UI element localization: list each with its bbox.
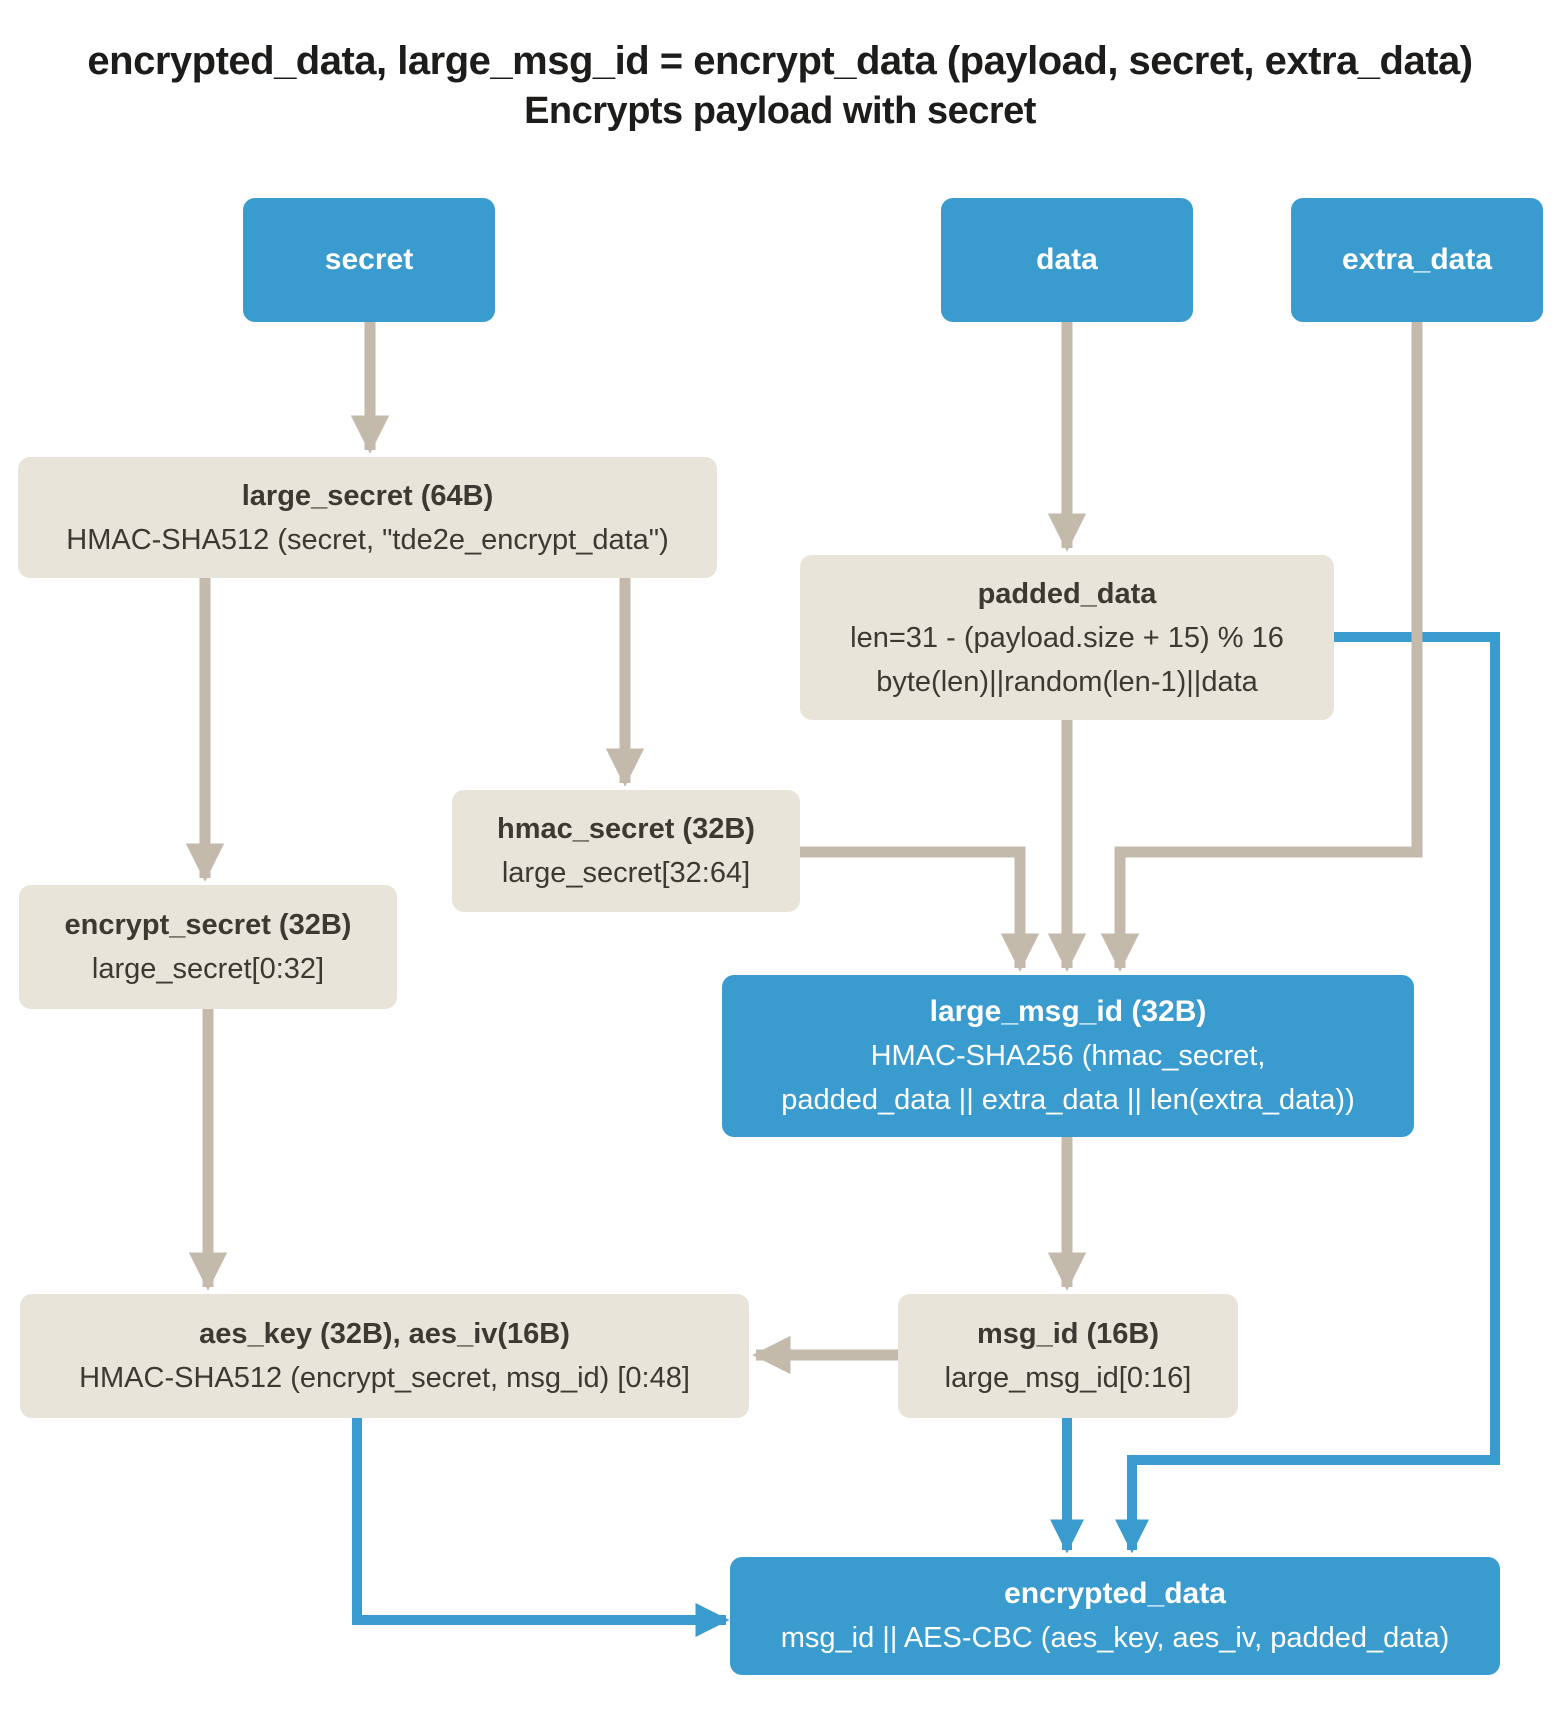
- connector-padded-data-to-encrypted-data: [1114, 632, 1500, 1554]
- connector-hmac-secret-to-large-msg-id: [800, 846, 1040, 972]
- node-hmac-secret: hmac_secret (32B) large_secret[32:64]: [452, 790, 800, 912]
- node-encrypt-secret: encrypt_secret (32B) large_secret[0:32]: [19, 885, 397, 1009]
- node-secret-label: secret: [324, 243, 414, 276]
- node-encrypted-data-formula: msg_id || AES-CBC (aes_key, aes_iv, padd…: [780, 1622, 1450, 1654]
- node-padded-data-formula-line1: len=31 - (payload.size + 15) % 16: [850, 621, 1284, 654]
- node-large-secret-title: large_secret (64B): [241, 479, 494, 512]
- node-secret: secret: [243, 198, 495, 322]
- node-aes-key: aes_key (32B), aes_iv(16B) HMAC-SHA512 (…: [20, 1294, 749, 1418]
- node-msg-id-formula: large_msg_id[0:16]: [944, 1362, 1192, 1394]
- diagram-title: encrypted_data, large_msg_id = encrypt_d…: [0, 36, 1560, 136]
- node-msg-id: msg_id (16B) large_msg_id[0:16]: [898, 1294, 1238, 1418]
- node-data: data: [941, 198, 1193, 322]
- node-large-secret-formula: HMAC-SHA512 (secret, "tde2e_encrypt_data…: [66, 523, 669, 556]
- connector-aes-key-to-encrypted-data: [352, 1418, 730, 1638]
- node-encrypt-secret-formula: large_secret[0:32]: [91, 953, 325, 985]
- node-encrypted-data-title: encrypted_data: [1004, 1577, 1226, 1610]
- node-msg-id-title: msg_id (16B): [976, 1318, 1160, 1350]
- connector-extra-data-to-large-msg-id: [1100, 322, 1423, 972]
- node-aes-key-formula: HMAC-SHA512 (encrypt_secret, msg_id) [0:…: [79, 1362, 690, 1394]
- node-extra-data-label: extra_data: [1341, 243, 1493, 276]
- diagram-subtitle: Encrypts payload with secret: [524, 90, 1036, 132]
- node-padded-data-formula-line2: byte(len)||random(len-1)||data: [876, 665, 1258, 698]
- node-hmac-secret-title: hmac_secret (32B): [497, 813, 755, 845]
- node-large-secret: large_secret (64B) HMAC-SHA512 (secret, …: [18, 457, 717, 578]
- node-large-msg-id-title: large_msg_id (32B): [929, 995, 1207, 1028]
- node-extra-data: extra_data: [1291, 198, 1543, 322]
- node-encrypted-data: encrypted_data msg_id || AES-CBC (aes_ke…: [730, 1557, 1500, 1675]
- node-large-msg-id-formula-line2: padded_data || extra_data || len(extra_d…: [781, 1084, 1355, 1116]
- node-encrypt-secret-title: encrypt_secret (32B): [64, 909, 352, 941]
- node-hmac-secret-formula: large_secret[32:64]: [501, 857, 751, 889]
- node-large-msg-id-formula-line1: HMAC-SHA256 (hmac_secret,: [870, 1040, 1266, 1072]
- node-padded-data: padded_data len=31 - (payload.size + 15)…: [800, 555, 1334, 720]
- node-aes-key-title: aes_key (32B), aes_iv(16B): [199, 1318, 570, 1350]
- node-padded-data-title: padded_data: [977, 577, 1157, 610]
- node-data-label: data: [1036, 243, 1098, 276]
- diagram-title-line1: encrypted_data, large_msg_id = encrypt_d…: [87, 39, 1473, 83]
- node-large-msg-id: large_msg_id (32B) HMAC-SHA256 (hmac_sec…: [722, 975, 1414, 1137]
